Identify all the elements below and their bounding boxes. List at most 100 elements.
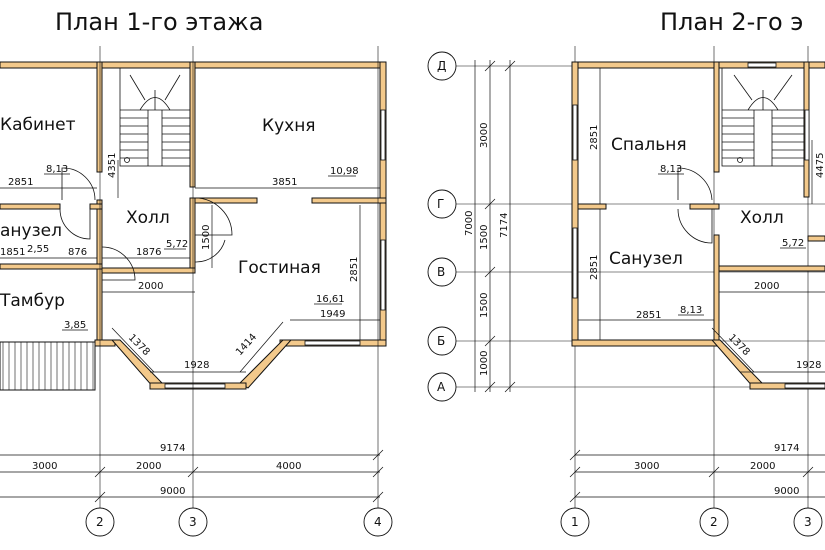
staircase-1: [119, 67, 191, 167]
f2-wall-hall-bottom: [718, 265, 825, 272]
floor1-plan: Кабинет Кухня анузел Холл Гостиная Тамбу…: [0, 46, 393, 537]
window-living-bottom: [304, 340, 361, 346]
f2-area-bath: 8,13: [680, 305, 702, 316]
wall-hall-left: [96, 199, 103, 341]
axis-marker-2: 2: [96, 515, 104, 529]
floor2-plan: 3000 1500 1500 1000 7000 7174 Д Г В Б А: [427, 46, 825, 537]
f2-area-bedroom: 8,13: [660, 164, 682, 175]
door-living: [194, 239, 226, 263]
wall-bath-top: [0, 203, 61, 210]
floor1-title: План 1-го этажа: [55, 8, 263, 36]
f2-room-hall: Холл: [740, 208, 784, 228]
floor2-title: План 2-го э: [660, 8, 803, 36]
f2-dim-axis-1-2: 3000: [634, 461, 659, 472]
row-axis-b: Б: [437, 334, 445, 348]
wall-bath-top2: [89, 203, 103, 210]
dim-hall-width1: 1876: [136, 247, 161, 258]
f2-window-bay: [784, 383, 825, 389]
dim-bath-width: 1851: [0, 247, 25, 258]
room-living: Гостиная: [238, 258, 321, 278]
f2-dim-total-9174: 9174: [774, 443, 799, 454]
dim-living-height: 2851: [349, 257, 360, 282]
dim-total-9000: 9000: [160, 486, 185, 497]
wall-cabinet-stair: [96, 61, 103, 173]
f2-dim-bay-width: 1928: [796, 360, 821, 371]
f2-dim-bath-height: 2851: [589, 255, 600, 280]
f2-door-bath: [677, 208, 713, 244]
dim-axis-3-4: 4000: [276, 461, 301, 472]
f2-dim-axis-2-3: 2000: [750, 461, 775, 472]
row-dim-v-b: 1500: [479, 293, 490, 318]
f2-window-right: [804, 109, 810, 161]
wall-stair-kitchen: [189, 61, 196, 188]
f2-room-bedroom: Спальня: [611, 135, 687, 155]
wall-bath-bottom: [0, 263, 103, 270]
f2-wall-bottom: [571, 339, 719, 347]
wall-bay-right: [239, 339, 293, 389]
room-kitchen: Кухня: [262, 116, 316, 136]
row-dim-g-v: 1500: [479, 225, 490, 250]
row-axis-g: Г: [437, 197, 444, 211]
area-kitchen: 10,98: [330, 166, 359, 177]
room-tambour: Тамбур: [0, 291, 65, 311]
f2-window-bath: [572, 227, 578, 299]
f2-dim-bed-height: 2851: [589, 125, 600, 150]
row-axis-d: Д: [437, 59, 446, 73]
f2-window-bedroom: [572, 104, 578, 161]
axis-marker-3: 3: [189, 515, 197, 529]
row-dim-total2: 7174: [499, 213, 510, 238]
window-bay: [164, 383, 226, 389]
staircase-2: [721, 67, 805, 167]
dim-cabinet-width: 2851: [8, 177, 33, 188]
dim-hall-height: 1500: [201, 225, 212, 250]
f2-door-bedroom: [677, 167, 713, 201]
f2-axis-marker-1: 1: [571, 515, 579, 529]
row-dim-d-g: 3000: [479, 123, 490, 148]
door-tambour: [101, 246, 136, 281]
f2-wall-bed-stair: [713, 61, 720, 173]
door-bath: [59, 208, 91, 240]
area-bathroom: 2,55: [27, 244, 49, 255]
area-living: 16,61: [316, 294, 345, 305]
f2-dim-bath-width: 2851: [636, 310, 661, 321]
dim-kitchen-width: 3851: [272, 177, 297, 188]
window-kitchen: [380, 109, 386, 161]
f2-dim-total-9000: 9000: [774, 486, 799, 497]
room-hall: Холл: [126, 208, 170, 228]
f2-wall-hall-right: [807, 235, 825, 242]
f2-dim-hall-width: 2000: [754, 281, 779, 292]
window-living: [380, 239, 386, 311]
area-hall: 5,72: [166, 239, 188, 250]
f2-wall-top: [571, 61, 825, 69]
wall-hall-right: [189, 197, 196, 274]
dim-total-9174: 9174: [160, 443, 185, 454]
dim-living-width: 1949: [320, 309, 345, 320]
area-cabinet: 8,13: [46, 164, 68, 175]
f2-window-stair: [747, 62, 777, 68]
row-axis-v: В: [437, 265, 445, 279]
dim-axis-2-3: 2000: [136, 461, 161, 472]
area-tambour: 3,85: [64, 320, 86, 331]
porch-steps: [0, 341, 96, 391]
dim-hall-width2: 2000: [138, 281, 163, 292]
row-dim-total: 7000: [464, 211, 475, 236]
wall-bottom-left: [94, 339, 116, 347]
door-cabinet: [61, 167, 96, 201]
room-bathroom: анузел: [0, 221, 62, 241]
f2-area-hall: 5,72: [782, 238, 804, 249]
wall-living-top2: [311, 197, 387, 204]
f2-axis-marker-3: 3: [804, 515, 812, 529]
axis-marker-4: 4: [374, 515, 382, 529]
row-axis-a: А: [437, 380, 446, 394]
f2-wall-hall-left: [713, 234, 720, 341]
door-hall: [194, 197, 233, 236]
f2-wall-bath-top: [577, 203, 607, 210]
f2-dim-stair-height: 4475: [815, 153, 825, 178]
f2-axis-marker-2: 2: [710, 515, 718, 529]
f2-wall-bath-top2: [689, 203, 720, 210]
f2-wall-left: [571, 61, 579, 347]
dim-bath-width2: 876: [68, 247, 87, 258]
dim-stair-height: 4351: [107, 153, 118, 178]
dim-axis-1-2: 3000: [32, 461, 57, 472]
